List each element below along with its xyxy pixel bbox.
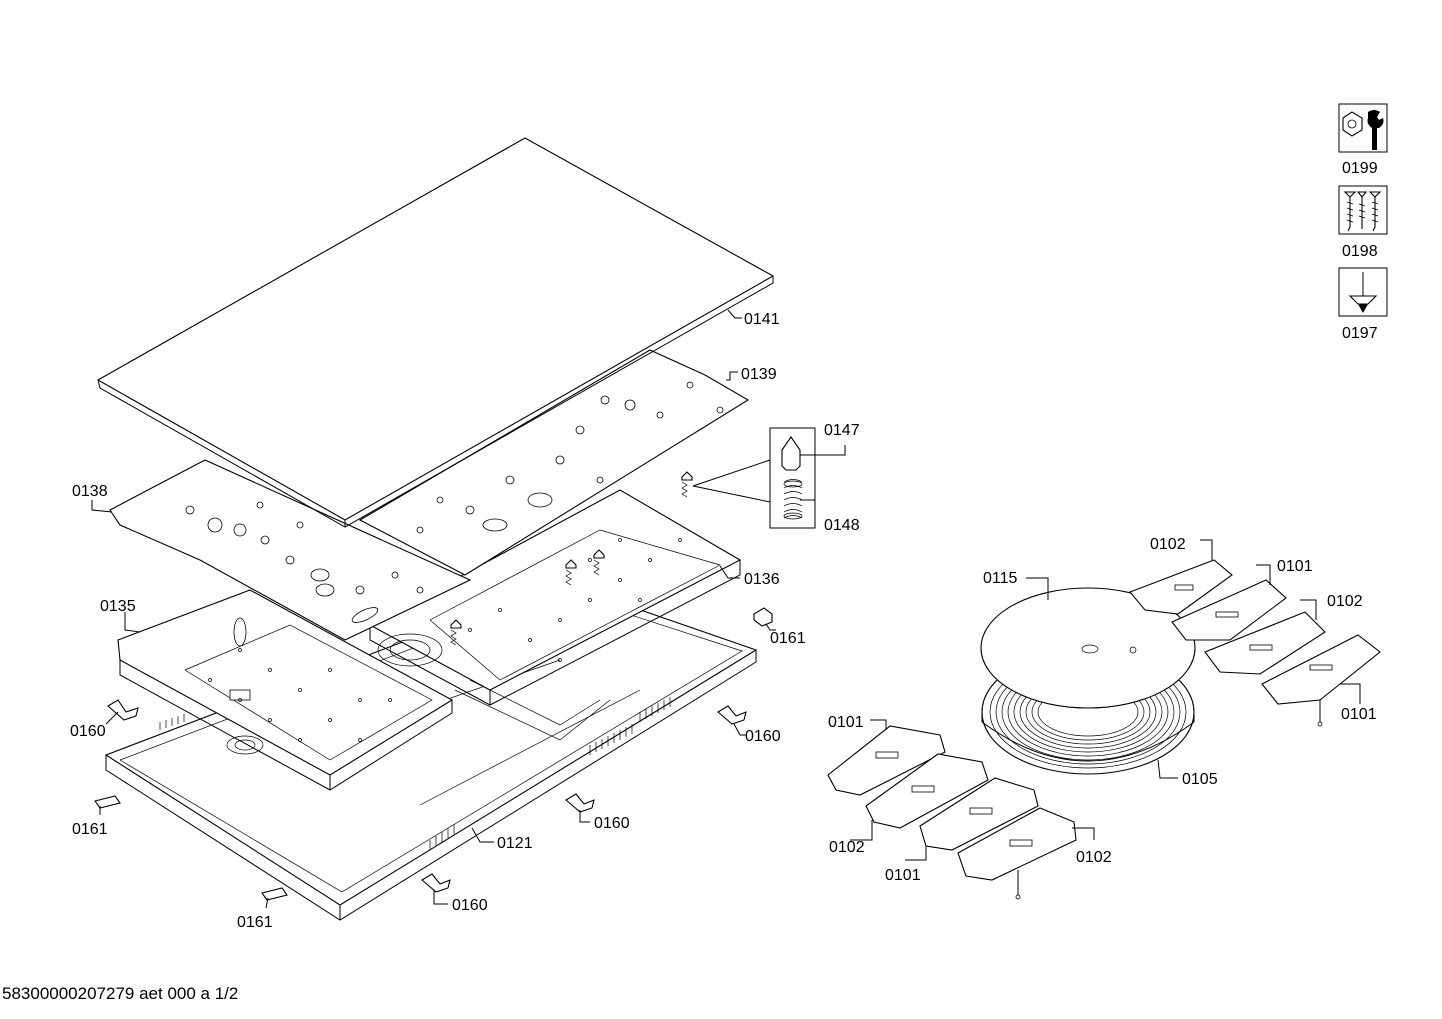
label-0139: 0139 [741, 366, 777, 383]
spring-pin-a [565, 559, 577, 586]
induction-coil [980, 587, 1196, 775]
label-0102-a: 0102 [1150, 536, 1186, 553]
pin-spring-box [692, 427, 816, 529]
coil-pad-r4 [1261, 634, 1381, 727]
coil-pad-r2 [1171, 579, 1287, 641]
coil-pad-l1 [827, 725, 946, 796]
label-0138: 0138 [72, 483, 108, 500]
label-0161-c: 0161 [237, 914, 273, 931]
clip-0160-c [565, 793, 595, 813]
coil-pad-l2 [865, 753, 989, 829]
clip-0160-a [107, 699, 139, 721]
label-0102-d: 0102 [1076, 849, 1112, 866]
carrier-left [117, 589, 454, 791]
label-0160-b: 0160 [745, 728, 781, 745]
spacer-0161-b [94, 795, 121, 809]
spring-pin-c [450, 619, 462, 646]
label-0101-b: 0101 [1341, 706, 1377, 723]
label-0160-a: 0160 [70, 723, 106, 740]
nut-wrench-icon [1338, 103, 1388, 153]
label-0105: 0105 [1182, 771, 1218, 788]
label-0101-a: 0101 [1277, 558, 1313, 575]
label-0136: 0136 [744, 571, 780, 588]
label-0101-c: 0101 [828, 714, 864, 731]
clip-0160-b [717, 705, 747, 725]
label-0121: 0121 [497, 835, 533, 852]
spacer-0161-a [753, 607, 773, 627]
label-0102-b: 0102 [1327, 593, 1363, 610]
drawing-reference: 58300000207279 aet 000 a 1/2 [2, 984, 238, 1003]
label-0141: 0141 [744, 311, 780, 328]
plate-right [358, 349, 750, 576]
label-0147: 0147 [824, 422, 860, 439]
label-0160-c: 0160 [594, 815, 630, 832]
label-0135: 0135 [100, 598, 136, 615]
screws-icon [1338, 185, 1388, 235]
spacer-0161-c [261, 887, 288, 901]
spring-pin-b [593, 549, 605, 576]
screwdriver-icon [1338, 267, 1388, 317]
label-0101-d: 0101 [885, 867, 921, 884]
spring-pin-d [681, 471, 693, 498]
part-labels: 0141 0139 0147 0148 0138 0136 0135 0161 … [70, 311, 1377, 931]
label-0161-a: 0161 [770, 630, 806, 647]
leader-lines [91, 309, 1361, 909]
label-0198: 0198 [1342, 243, 1378, 260]
coil-pad-r1 [1129, 559, 1233, 615]
label-0199: 0199 [1342, 160, 1378, 177]
coil-pad-l4 [957, 807, 1077, 900]
ceramic-glass-top [96, 137, 775, 528]
coil-pad-r3 [1204, 611, 1326, 675]
accessory-icons: 0199 0198 0197 [1338, 103, 1388, 342]
label-0115: 0115 [983, 570, 1018, 587]
clip-0160-d [421, 873, 451, 893]
label-0161-b: 0161 [72, 821, 108, 838]
label-0197: 0197 [1342, 325, 1378, 342]
label-0102-c: 0102 [829, 839, 865, 856]
plate-left [109, 459, 472, 641]
label-0160-d: 0160 [452, 897, 488, 914]
carrier-right [368, 471, 742, 706]
label-0148: 0148 [824, 517, 860, 534]
